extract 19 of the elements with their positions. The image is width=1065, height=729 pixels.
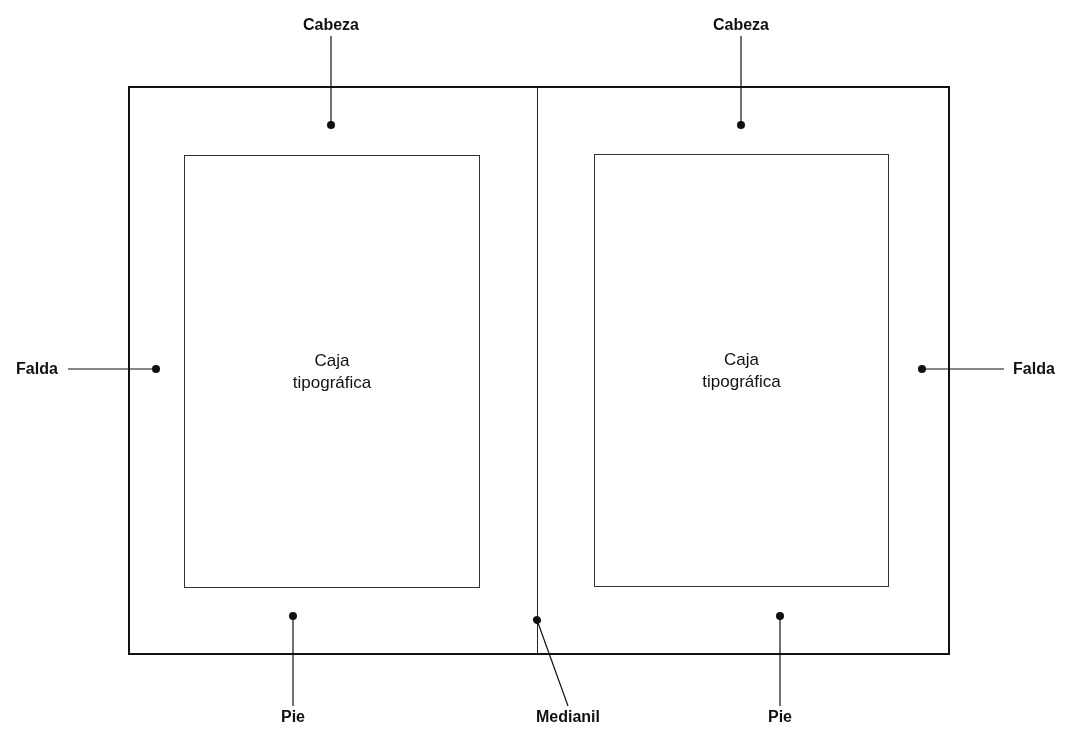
callout-label: Medianil xyxy=(528,707,608,727)
area-label: Caja tipográfica xyxy=(291,349,373,394)
book-spread xyxy=(128,86,950,655)
callout-label: Pie xyxy=(763,707,797,727)
callout-label: Cabeza xyxy=(300,15,362,35)
area-label: Caja tipográfica xyxy=(701,348,782,393)
leader-line xyxy=(327,35,335,129)
leader-line xyxy=(289,612,297,707)
callout-label: Falda xyxy=(8,359,66,379)
text-area-box xyxy=(594,154,889,587)
leader-line xyxy=(737,35,745,129)
leader-line xyxy=(918,365,1005,373)
callout-label: Cabeza xyxy=(710,15,772,35)
callout-label: Pie xyxy=(276,707,310,727)
leader-line xyxy=(533,616,569,707)
leader-line xyxy=(67,365,160,373)
callout-label: Falda xyxy=(1006,359,1062,379)
leader-line xyxy=(776,612,784,707)
text-area-box xyxy=(184,155,480,588)
